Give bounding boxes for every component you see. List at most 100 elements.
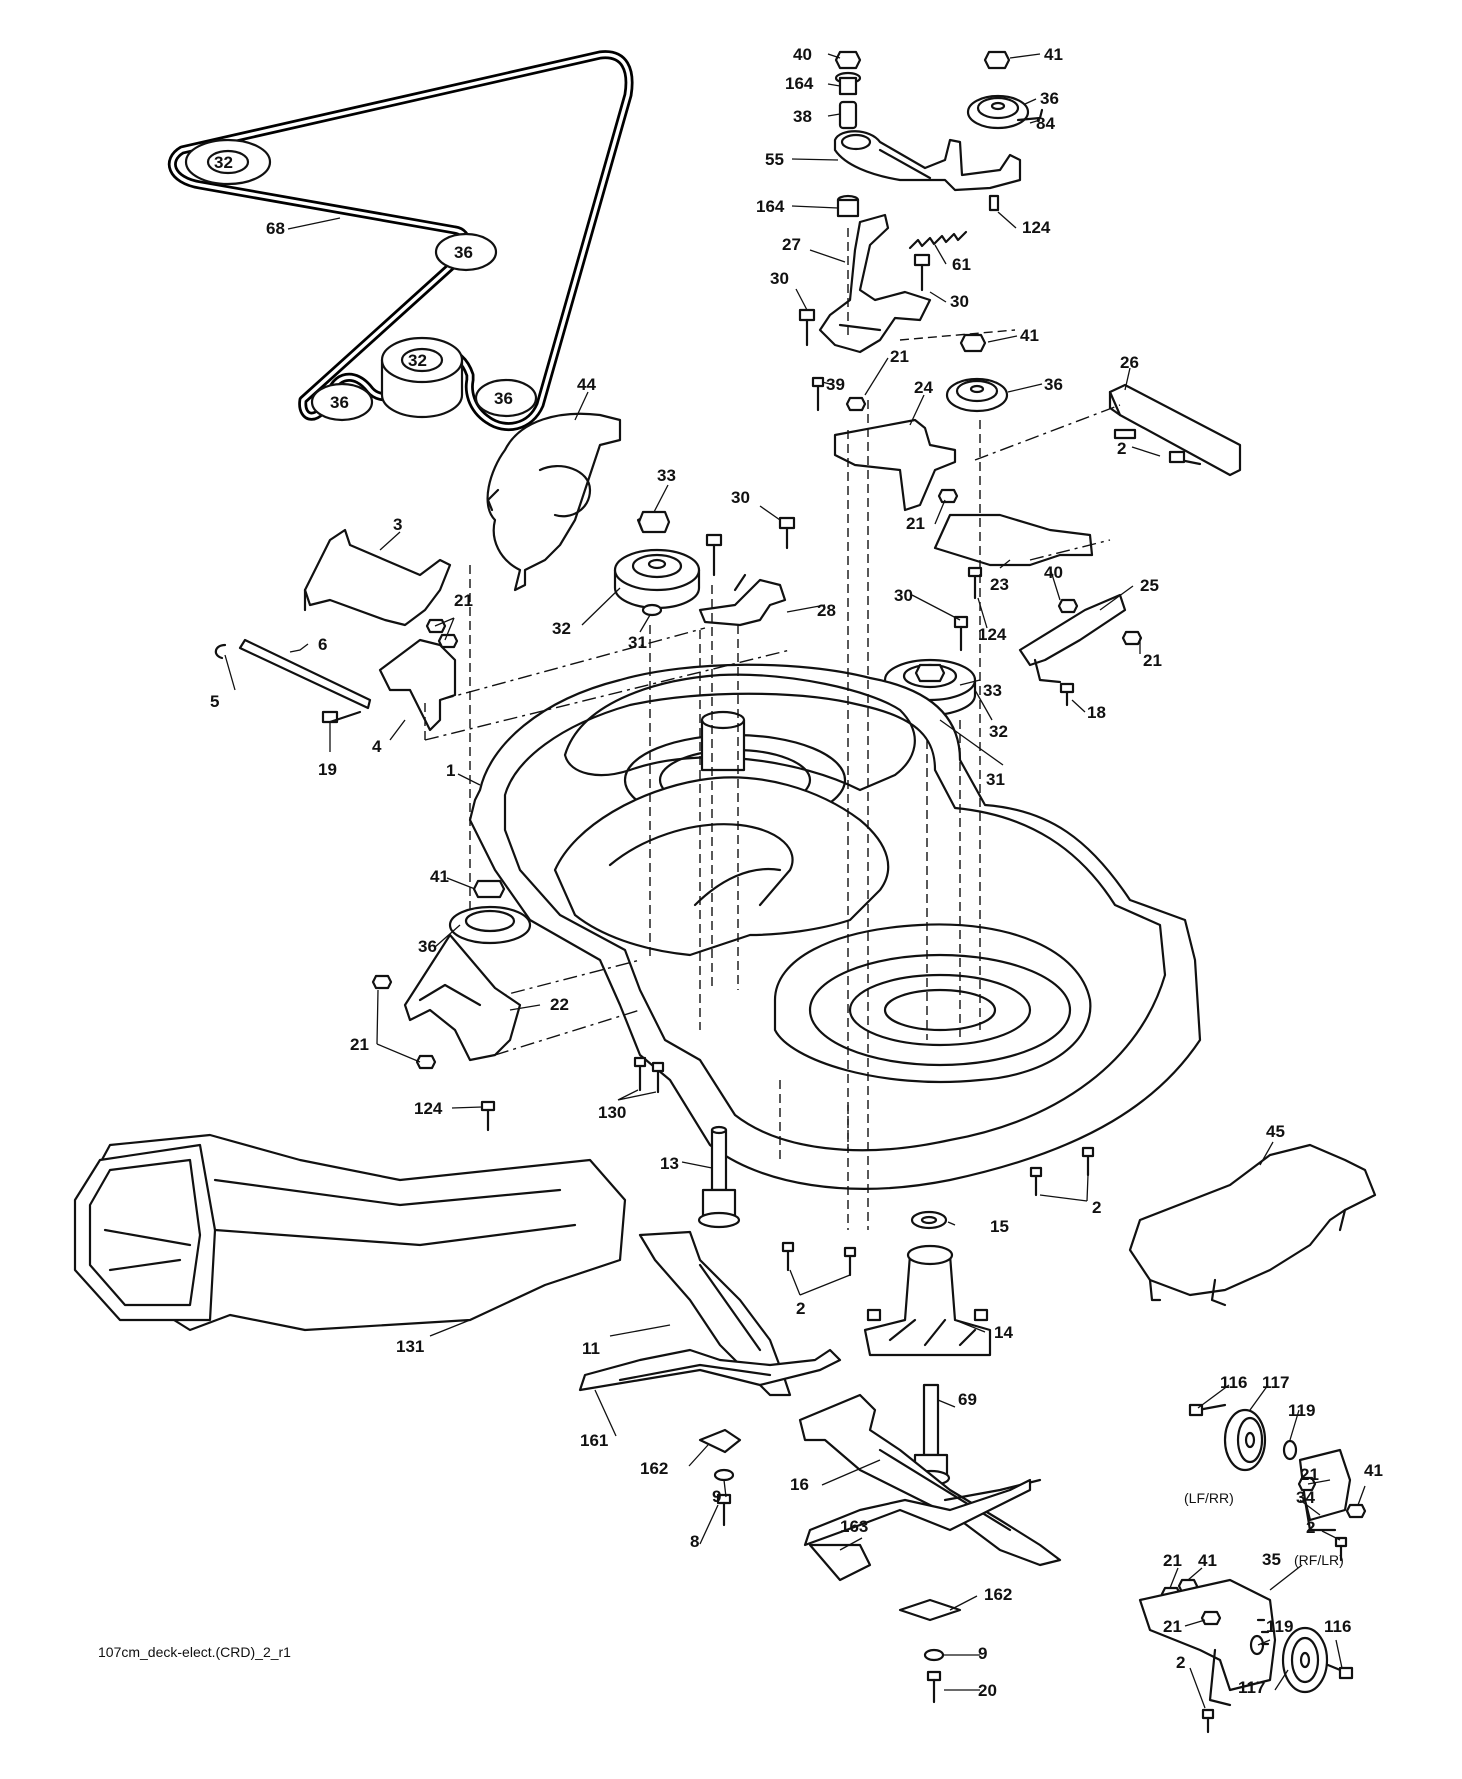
- callout: 18: [1087, 703, 1106, 722]
- callout: 5: [210, 692, 219, 711]
- bolts-2-deck: [781, 1146, 1095, 1277]
- callout: 61: [952, 255, 971, 274]
- callout: 15: [990, 1217, 1009, 1236]
- callout: 21: [350, 1035, 369, 1054]
- callout: 30: [894, 586, 913, 605]
- callout: 30: [950, 292, 969, 311]
- callout: 45: [1266, 1122, 1285, 1141]
- callout: 21: [890, 347, 909, 366]
- belt-pulley-32-top: 32: [184, 138, 272, 186]
- callout: 24: [914, 378, 933, 397]
- callout: 28: [817, 601, 836, 620]
- callout: 116: [1220, 1373, 1247, 1392]
- belt-cover-44: [486, 412, 622, 592]
- callout: 2: [1092, 1198, 1101, 1217]
- callout: 27: [782, 235, 801, 254]
- callout: 119: [1266, 1617, 1293, 1636]
- callout: 30: [731, 488, 750, 507]
- callout: 40: [793, 45, 812, 64]
- callout: 21: [1163, 1551, 1182, 1570]
- callout: 130: [598, 1103, 626, 1122]
- wheel-assembly-lf-rr: [1188, 1403, 1367, 1562]
- svg-text:32: 32: [408, 351, 427, 370]
- blade-161: [578, 1348, 842, 1392]
- bracket-4: [378, 618, 459, 732]
- callout: 23: [990, 575, 1009, 594]
- callout: 161: [580, 1431, 608, 1450]
- callout: 131: [396, 1337, 424, 1356]
- bracket-22: [371, 879, 532, 1132]
- hub-162-right: [898, 1598, 962, 1704]
- bracket-26: [1108, 383, 1242, 477]
- callout: 2: [1176, 1653, 1185, 1672]
- spindle-housing-14: [863, 1210, 992, 1357]
- callout: 41: [430, 867, 449, 886]
- callout-labels: 40 41 164 36 38 84 55 164 124 68 27 61 3…: [210, 45, 1383, 1700]
- callout: 32: [552, 619, 571, 638]
- callout: 9: [712, 1487, 721, 1506]
- callout: 25: [1140, 576, 1159, 595]
- callout: 32: [989, 722, 1008, 741]
- callout: 119: [1288, 1401, 1315, 1420]
- callout: 4: [372, 737, 382, 756]
- callout: 2: [1117, 439, 1126, 458]
- belt-pulley-36-left: 36: [310, 382, 374, 422]
- link-rod-6: [214, 638, 372, 710]
- callout: 2: [1306, 1518, 1315, 1537]
- blade-16: [798, 1393, 1062, 1567]
- callout: 39: [826, 375, 845, 394]
- pulley-32-left: [613, 510, 701, 617]
- svg-text:36: 36: [494, 389, 513, 408]
- callout: 116: [1324, 1617, 1351, 1636]
- callout: 9: [978, 1644, 987, 1663]
- callout: 2: [796, 1299, 805, 1318]
- callout: 21: [1163, 1617, 1182, 1636]
- callout: 11: [582, 1339, 600, 1358]
- discharge-chute-131: [73, 1133, 627, 1332]
- callout: 164: [785, 74, 814, 93]
- blade-163: [803, 1478, 1032, 1582]
- callout: 164: [756, 197, 785, 216]
- callout: 31: [986, 770, 1005, 789]
- callout: 40: [1044, 563, 1063, 582]
- blade-11: [638, 1230, 792, 1397]
- leader-lines: [224, 53, 1366, 1709]
- callout: 117: [1262, 1373, 1289, 1392]
- bolts-130: [633, 1056, 665, 1094]
- belt-pulley-36-right: 36: [474, 378, 538, 418]
- callout: 41: [1020, 326, 1039, 345]
- bolt-19: [321, 710, 362, 724]
- callout: 21: [906, 514, 925, 533]
- callout: 16: [790, 1475, 809, 1494]
- callout: 33: [983, 681, 1002, 700]
- callout: 22: [550, 995, 569, 1014]
- callout: 33: [657, 466, 676, 485]
- callout: 41: [1364, 1461, 1383, 1480]
- callout: 162: [984, 1585, 1012, 1604]
- callout: 21: [1143, 651, 1162, 670]
- callout: 84: [1036, 114, 1055, 133]
- bolts-30-left: [705, 516, 796, 577]
- diagram-footer: 107cm_deck-elect.(CRD)_2_r1: [98, 1644, 291, 1660]
- callout: 21: [454, 591, 473, 610]
- callout: 41: [1198, 1551, 1217, 1570]
- bracket-3: [303, 528, 452, 627]
- callout: 55: [765, 150, 784, 169]
- callout: 30: [770, 269, 789, 288]
- callout: 35: [1262, 1550, 1281, 1569]
- callout: 34: [1296, 1488, 1315, 1507]
- callout: 162: [640, 1459, 668, 1478]
- belt-pulley-32-low: 32: [380, 336, 464, 419]
- callout: 6: [318, 635, 327, 654]
- wheel-assembly-rf-lr: [1138, 1578, 1354, 1734]
- callout: 14: [994, 1323, 1013, 1342]
- callout: 36: [1040, 89, 1059, 108]
- callout: 69: [958, 1390, 977, 1409]
- belt-pulley-36-mid: 36: [434, 232, 498, 272]
- callout: 31: [628, 633, 647, 652]
- callout: 163: [840, 1517, 868, 1536]
- callout: 117: [1238, 1678, 1265, 1697]
- callout: 8: [690, 1532, 699, 1551]
- callout: 124: [978, 625, 1007, 644]
